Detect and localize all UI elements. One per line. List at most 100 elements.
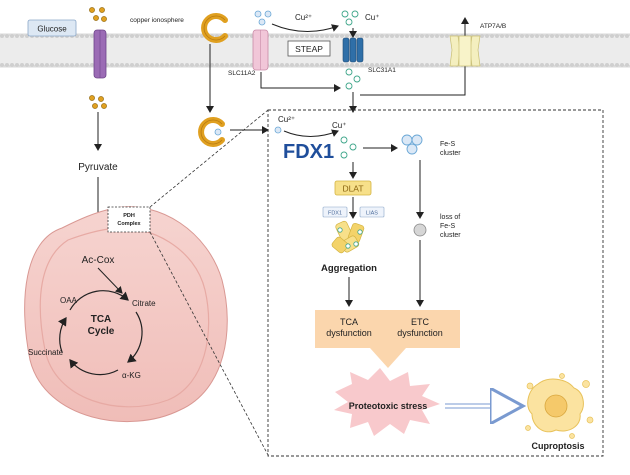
membrane-lipid-head — [625, 34, 629, 38]
membrane-lipid-head — [190, 34, 194, 38]
membrane-lipid-head — [5, 34, 9, 38]
cuproptosis-cell-icon — [525, 373, 594, 439]
membrane-lipid-head — [165, 63, 169, 67]
loss-cluster-label: cluster — [440, 232, 461, 239]
membrane-lipid-head — [340, 34, 344, 38]
zoom-line-bottom — [149, 231, 269, 456]
membrane-lipid-head — [495, 34, 499, 38]
aggregation-label: Aggregation — [321, 263, 377, 274]
membrane-lipid-head — [35, 63, 39, 67]
membrane-lipid-head — [205, 63, 209, 67]
membrane-lipid-head — [215, 63, 219, 67]
zoom-line-top — [149, 109, 269, 208]
membrane-lipid-head — [505, 63, 509, 67]
citrate-label: Citrate — [132, 299, 156, 308]
membrane-lipid-head — [300, 34, 304, 38]
membrane-lipid-head — [230, 34, 234, 38]
fes-cluster-icon — [401, 134, 423, 155]
membrane-lipid-head — [185, 34, 189, 38]
copper-ionosphere-label: copper ionosphere — [130, 17, 184, 24]
membrane-lipid-head — [515, 34, 519, 38]
membrane-lipid-head — [380, 34, 384, 38]
membrane-lipid-head — [580, 63, 584, 67]
membrane-lipid-head — [545, 34, 549, 38]
membrane-lipid-head — [125, 63, 129, 67]
loss-fes-label: Fe-S — [440, 223, 456, 230]
membrane-lipid-head — [505, 34, 509, 38]
membrane-lipid-head — [560, 63, 564, 67]
membrane-lipid-head — [15, 63, 19, 67]
membrane-lipid-head — [605, 63, 609, 67]
glucose-label: Glucose — [37, 25, 67, 34]
membrane-lipid-head — [160, 63, 164, 67]
proteotoxic-stress-burst — [334, 368, 440, 436]
membrane-lipid-head — [535, 63, 539, 67]
membrane-lipid-head — [310, 34, 314, 38]
pdh-label: PDH — [123, 213, 135, 219]
membrane-lipid-head — [0, 34, 4, 38]
membrane-lipid-head — [190, 63, 194, 67]
membrane-lipid-head — [435, 34, 439, 38]
membrane-lipid-head — [150, 63, 154, 67]
membrane-lipid-head — [530, 63, 534, 67]
membrane-lipid-head — [605, 34, 609, 38]
membrane-lipid-head — [145, 34, 149, 38]
membrane-lipid-head — [355, 63, 359, 67]
membrane-lipid-head — [325, 63, 329, 67]
pdh-complex-label: Complex — [117, 221, 141, 227]
membrane-lipid-head — [375, 63, 379, 67]
slc11a2-transporter-icon — [252, 29, 269, 71]
membrane-lipid-head — [410, 63, 414, 67]
membrane-lipid-head — [340, 63, 344, 67]
dlat-box: DLAT — [334, 180, 372, 196]
membrane-lipid-head — [55, 63, 59, 67]
membrane-lipid-head — [290, 63, 294, 67]
membrane-lipid-head — [115, 63, 119, 67]
cu1-inner-label: Cu⁺ — [332, 121, 346, 130]
membrane-lipid-head — [385, 34, 389, 38]
membrane-lipid-head — [335, 34, 339, 38]
lias-box: LIAS — [359, 206, 385, 218]
membrane-lipid-head — [345, 63, 349, 67]
membrane-lipid-head — [65, 63, 69, 67]
fes-label: Fe-S — [440, 141, 456, 148]
membrane-lipid-head — [90, 63, 94, 67]
membrane-lipid-head — [410, 34, 414, 38]
membrane-lipid-head — [280, 34, 284, 38]
membrane-lipid-head — [615, 34, 619, 38]
membrane-lipid-head — [10, 63, 14, 67]
membrane-lipid-head — [80, 63, 84, 67]
membrane-lipid-head — [595, 34, 599, 38]
membrane-lipid-head — [520, 34, 524, 38]
membrane-lipid-head — [240, 34, 244, 38]
membrane-lipid-head — [155, 34, 159, 38]
membrane-lipid-head — [245, 34, 249, 38]
membrane-lipid-head — [555, 63, 559, 67]
arrow-cu2-to-cu1 — [271, 23, 339, 33]
fes-cluster-label: cluster — [440, 150, 461, 157]
membrane-lipid-head — [420, 63, 424, 67]
membrane-lipid-head — [400, 63, 404, 67]
membrane-lipid-head — [550, 63, 554, 67]
membrane-lipid-head — [520, 63, 524, 67]
membrane-lipid-head — [305, 34, 309, 38]
arrow-cu2-cu1-inner — [283, 129, 339, 137]
membrane-lipid-head — [510, 63, 514, 67]
tca-cycle — [58, 290, 143, 376]
membrane-lipid-head — [315, 63, 319, 67]
membrane-lipid-head — [480, 34, 484, 38]
membrane-lipid-head — [510, 34, 514, 38]
membrane-lipid-head — [610, 63, 614, 67]
membrane-lipid-head — [625, 63, 629, 67]
membrane-lipid-head — [495, 63, 499, 67]
membrane-lipid-head — [245, 63, 249, 67]
membrane-lipid-head — [535, 34, 539, 38]
membrane-lipid-head — [145, 63, 149, 67]
cu1-top-label: Cu⁺ — [365, 13, 379, 22]
membrane-lipid-head — [70, 63, 74, 67]
cu1-fdx1-icon — [340, 136, 357, 159]
cu1-ions-inside-icon — [345, 68, 361, 90]
membrane-lipid-head — [420, 34, 424, 38]
membrane-lipid-head — [380, 63, 384, 67]
fdx1-small-box: FDX1 — [322, 206, 348, 218]
